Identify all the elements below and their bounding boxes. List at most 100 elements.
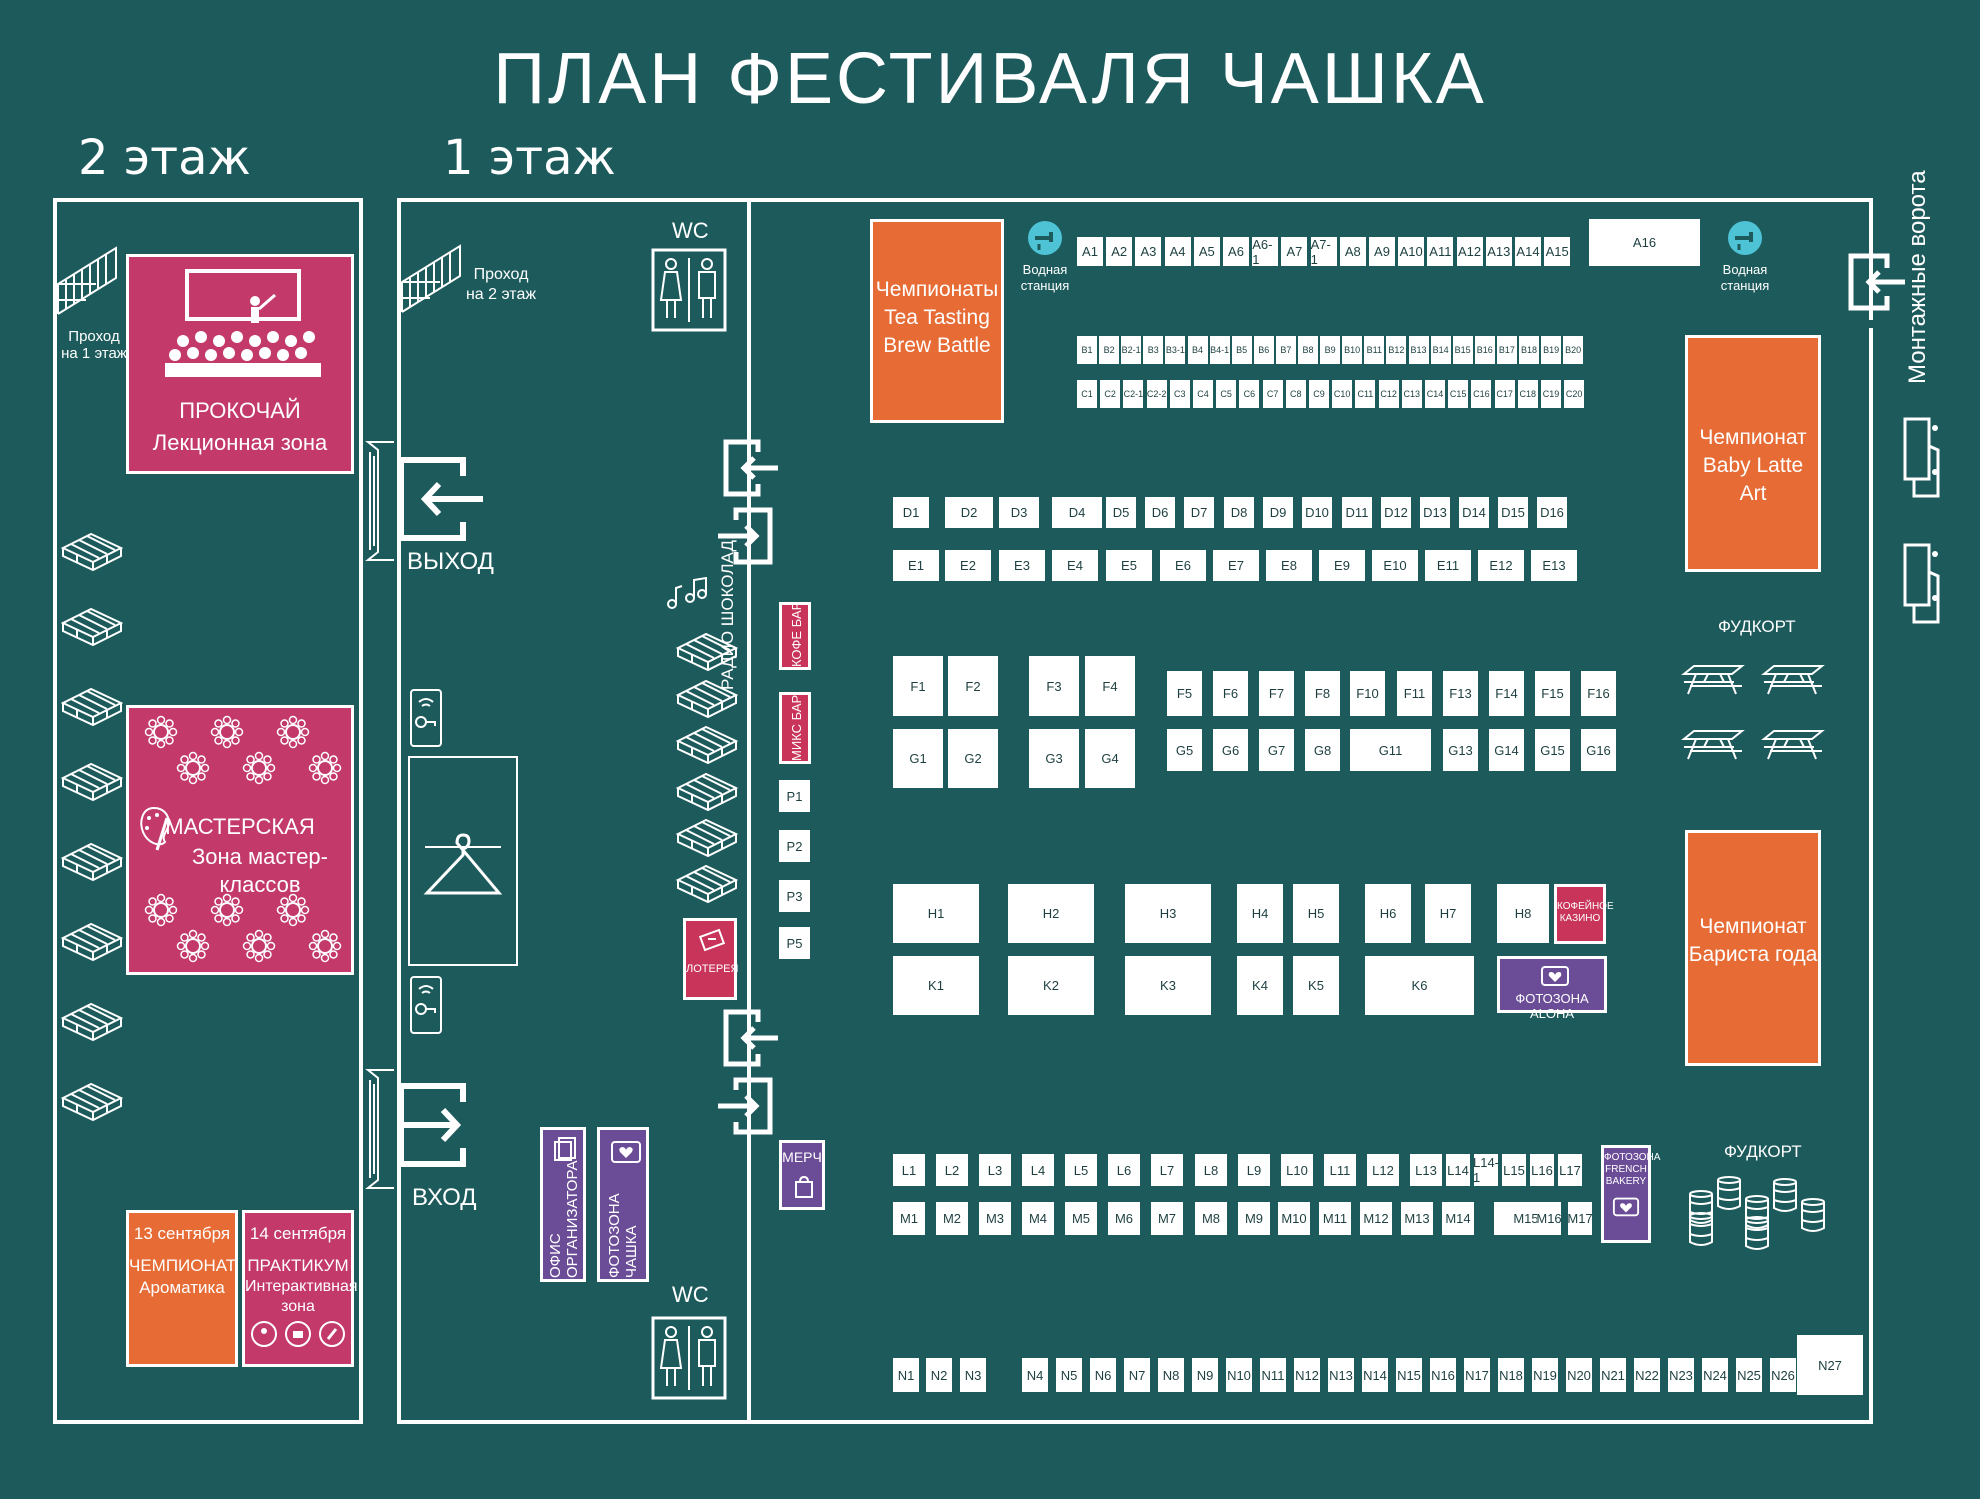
stall-m12[interactable]: M12	[1360, 1202, 1392, 1235]
stall-c4[interactable]: C4	[1193, 380, 1213, 408]
stall-a16[interactable]: A16	[1589, 219, 1700, 266]
stall-e11[interactable]: E11	[1425, 550, 1471, 581]
zone-merch[interactable]: МЕРЧ	[779, 1140, 825, 1210]
stall-g13[interactable]: G13	[1443, 729, 1478, 771]
stall-n27[interactable]: N27	[1797, 1335, 1863, 1395]
stall-b18[interactable]: B18	[1519, 336, 1539, 364]
stall-a4[interactable]: A4	[1164, 237, 1191, 266]
stall-l7[interactable]: L7	[1151, 1154, 1183, 1186]
stall-e13[interactable]: E13	[1531, 550, 1577, 581]
stall-a7-1[interactable]: A7-1	[1310, 237, 1337, 267]
stall-l14[interactable]: L14	[1446, 1154, 1470, 1186]
stall-d13[interactable]: D13	[1420, 497, 1450, 528]
stall-b3[interactable]: B3	[1143, 336, 1164, 364]
stall-d5[interactable]: D5	[1106, 497, 1136, 528]
stall-n18[interactable]: N18	[1498, 1358, 1524, 1392]
stall-p1[interactable]: P1	[779, 780, 810, 812]
stall-n26[interactable]: N26	[1770, 1358, 1796, 1392]
zone-ofis-organizatora[interactable]: ОФИС ОРГАНИЗАТОРА	[540, 1127, 586, 1282]
stall-c2-2[interactable]: C2-2	[1146, 380, 1167, 408]
zone-fotozona-chashka[interactable]: ФОТОЗОНА ЧАШКА	[597, 1127, 649, 1282]
stall-e5[interactable]: E5	[1106, 550, 1152, 581]
stall-g15[interactable]: G15	[1535, 729, 1570, 771]
stall-f4[interactable]: F4	[1085, 656, 1135, 716]
stall-p5[interactable]: P5	[779, 927, 810, 959]
zone-praktikum[interactable]: 14 сентября ПРАКТИКУМ Интерактивная зона	[242, 1210, 358, 1367]
stall-c15[interactable]: C15	[1448, 380, 1469, 408]
stall-f5[interactable]: F5	[1167, 671, 1202, 716]
stall-n21[interactable]: N21	[1600, 1358, 1626, 1392]
stall-f3[interactable]: F3	[1029, 656, 1079, 716]
stall-b4-1[interactable]: B4-1	[1209, 336, 1230, 364]
stall-c14[interactable]: C14	[1425, 380, 1445, 408]
stall-b8[interactable]: B8	[1298, 336, 1318, 364]
stall-b15[interactable]: B15	[1452, 336, 1473, 364]
stall-h1[interactable]: H1	[893, 884, 979, 943]
stall-a5[interactable]: A5	[1193, 237, 1220, 266]
stall-l15[interactable]: L15	[1502, 1154, 1526, 1186]
stall-f1[interactable]: F1	[893, 656, 943, 716]
stall-n1[interactable]: N1	[893, 1358, 919, 1392]
zone-fotozona-aloha[interactable]: ФОТОЗОНА ALOHA	[1497, 956, 1607, 1021]
stall-d1[interactable]: D1	[893, 497, 929, 528]
stall-h5[interactable]: H5	[1293, 884, 1339, 943]
stall-a3[interactable]: A3	[1135, 237, 1162, 266]
stall-d8[interactable]: D8	[1224, 497, 1254, 528]
stall-l14-1[interactable]: L14-1	[1472, 1154, 1500, 1186]
stall-h4[interactable]: H4	[1237, 884, 1283, 943]
stall-m16[interactable]: M16	[1536, 1202, 1562, 1235]
stall-b4[interactable]: B4	[1187, 336, 1208, 364]
stall-c6[interactable]: C6	[1239, 380, 1260, 408]
key-card-icon[interactable]	[409, 975, 443, 1035]
stall-a1[interactable]: A1	[1077, 237, 1103, 266]
stall-n2[interactable]: N2	[926, 1358, 952, 1392]
stall-e6[interactable]: E6	[1160, 550, 1206, 581]
stall-d3[interactable]: D3	[999, 497, 1039, 528]
stall-n8[interactable]: N8	[1158, 1358, 1184, 1392]
stall-d10[interactable]: D10	[1302, 497, 1332, 528]
stall-a10[interactable]: A10	[1398, 237, 1425, 266]
door-out-arrow-icon[interactable]	[716, 1076, 774, 1136]
stall-n24[interactable]: N24	[1702, 1358, 1728, 1392]
stall-h2[interactable]: H2	[1008, 884, 1094, 943]
stall-b1[interactable]: B1	[1077, 336, 1097, 364]
stall-k5[interactable]: K5	[1293, 956, 1339, 1015]
stall-m5[interactable]: M5	[1065, 1202, 1097, 1235]
stall-l13[interactable]: L13	[1410, 1154, 1442, 1186]
stall-c1[interactable]: C1	[1077, 380, 1097, 408]
stall-f2[interactable]: F2	[948, 656, 998, 716]
stall-m13[interactable]: M13	[1401, 1202, 1433, 1235]
stall-n10[interactable]: N10	[1226, 1358, 1252, 1392]
stall-e10[interactable]: E10	[1372, 550, 1418, 581]
stall-l4[interactable]: L4	[1022, 1154, 1054, 1186]
stall-g2[interactable]: G2	[948, 729, 998, 788]
stall-e3[interactable]: E3	[999, 550, 1045, 581]
key-card-icon[interactable]	[409, 688, 443, 748]
stall-m10[interactable]: M10	[1278, 1202, 1310, 1235]
wardrobe-hanger-icon[interactable]	[407, 755, 519, 967]
stall-n5[interactable]: N5	[1056, 1358, 1082, 1392]
stall-d16[interactable]: D16	[1537, 497, 1567, 528]
stall-g11[interactable]: G11	[1350, 729, 1431, 771]
stall-c16[interactable]: C16	[1471, 380, 1492, 408]
stall-a12[interactable]: A12	[1456, 237, 1483, 266]
stall-b12[interactable]: B12	[1386, 336, 1407, 364]
stall-e8[interactable]: E8	[1266, 550, 1312, 581]
stall-n25[interactable]: N25	[1736, 1358, 1762, 1392]
stall-l8[interactable]: L8	[1195, 1154, 1227, 1186]
water-tap-icon[interactable]	[1027, 220, 1063, 256]
zone-kofe-bar[interactable]: КОФЕ БАР	[779, 602, 811, 670]
stall-g8[interactable]: G8	[1305, 729, 1340, 771]
stall-l11[interactable]: L11	[1324, 1154, 1356, 1186]
stall-c13[interactable]: C13	[1401, 380, 1422, 408]
stall-n14[interactable]: N14	[1362, 1358, 1388, 1392]
stall-m4[interactable]: M4	[1022, 1202, 1054, 1235]
stall-f8[interactable]: F8	[1305, 671, 1340, 716]
stall-c2[interactable]: C2	[1100, 380, 1121, 408]
stall-h3[interactable]: H3	[1125, 884, 1211, 943]
water-tap-icon[interactable]	[1727, 220, 1763, 256]
stall-n15[interactable]: N15	[1396, 1358, 1422, 1392]
stall-a6[interactable]: A6	[1223, 237, 1249, 266]
stall-n12[interactable]: N12	[1294, 1358, 1320, 1392]
stall-e9[interactable]: E9	[1319, 550, 1365, 581]
